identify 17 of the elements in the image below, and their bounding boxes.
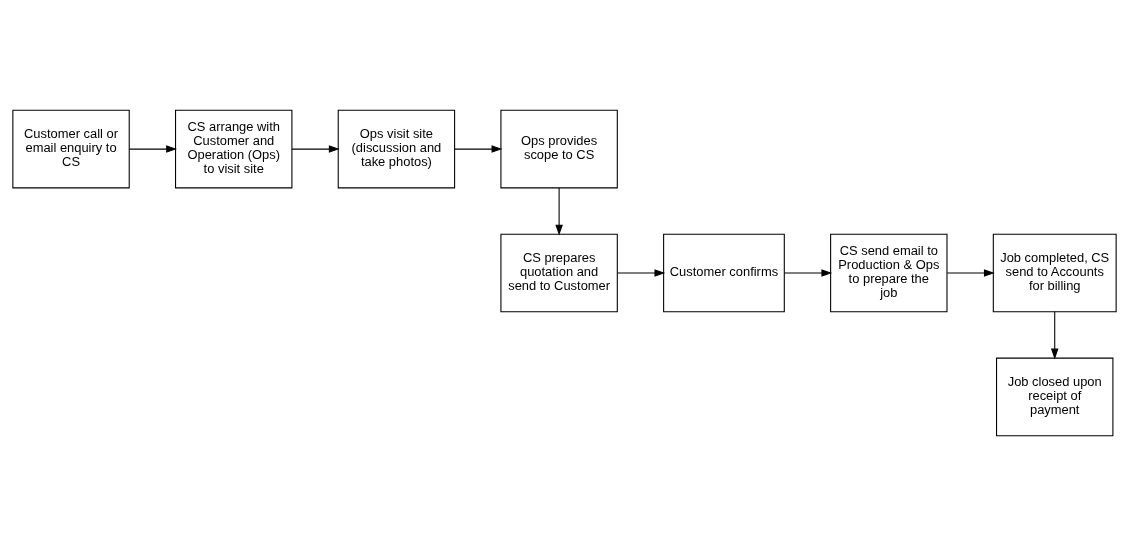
arrow <box>454 144 503 153</box>
node-box: CS send email to Production & Ops to prepare the job <box>830 233 948 312</box>
node-box: Ops provides scope to CS <box>500 109 618 188</box>
node-box: Job closed upon receipt of payment <box>996 357 1114 436</box>
node-box: Customer confirms <box>663 233 785 312</box>
arrow <box>128 144 177 153</box>
node-box: Job completed, CS send to Accounts for billing <box>992 233 1117 312</box>
node-box: CS arrange with Customer and Operation (Ops) to visit site <box>175 109 293 188</box>
arrow <box>291 144 340 153</box>
arrow <box>555 186 563 235</box>
arrow <box>946 268 995 277</box>
arrow <box>1050 310 1059 359</box>
node-box: CS prepares quotation and send to Customer <box>500 233 618 312</box>
node-box: Customer call or email enquiry to CS <box>12 109 130 188</box>
arrow <box>783 268 833 277</box>
node-box: Ops visit site (discussion and take photos) <box>337 109 456 188</box>
arrow <box>617 268 666 277</box>
